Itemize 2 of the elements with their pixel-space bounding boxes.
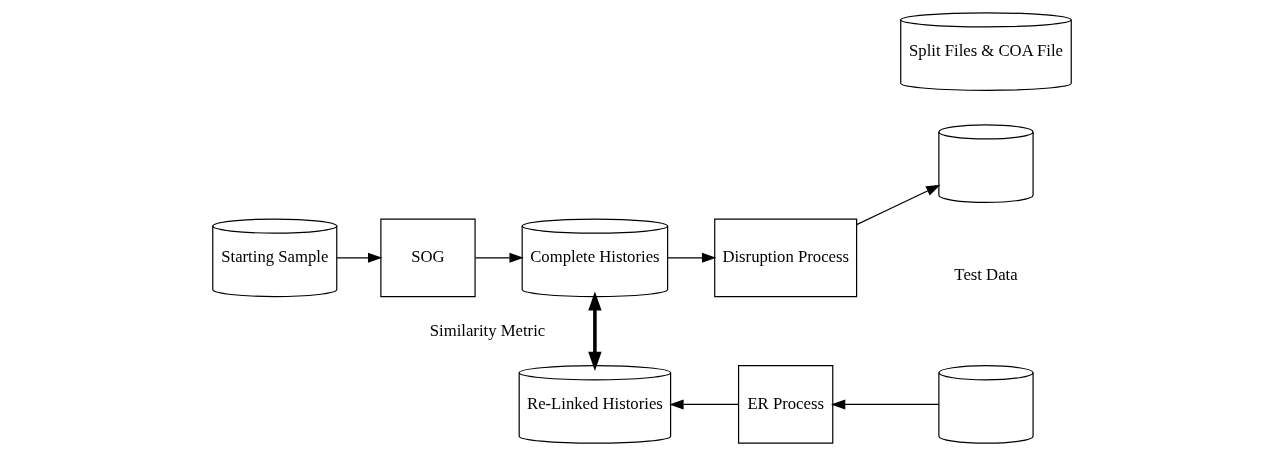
edge-label: Similarity Metric	[429, 321, 545, 341]
label: Test Data	[953, 265, 1018, 285]
